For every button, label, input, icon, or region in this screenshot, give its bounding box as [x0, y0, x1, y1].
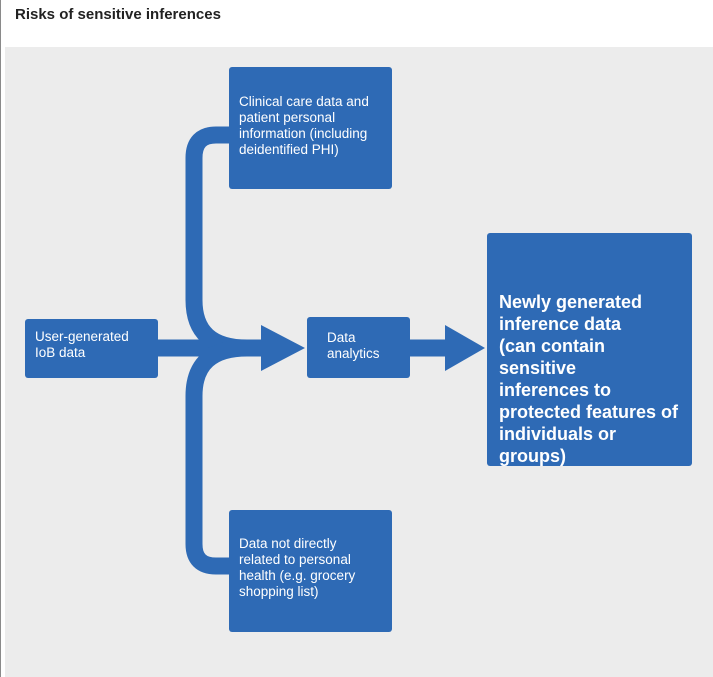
- figure-title: Risks of sensitive inferences: [15, 6, 221, 23]
- node-inference-data-output: Newly generated inference data (can cont…: [487, 233, 692, 466]
- node-user-generated-iob-data: User-generated IoB data: [25, 319, 158, 378]
- arrowhead-to-output: [445, 325, 485, 371]
- connector-grocery-to-merge: [185, 339, 248, 575]
- node-clinical-care-data: Clinical care data and patient personal …: [229, 67, 392, 189]
- node-non-health-data: Data not directly related to personal he…: [229, 510, 392, 632]
- arrowhead-to-analytics: [261, 325, 305, 371]
- node-data-analytics: Data analytics: [307, 317, 410, 378]
